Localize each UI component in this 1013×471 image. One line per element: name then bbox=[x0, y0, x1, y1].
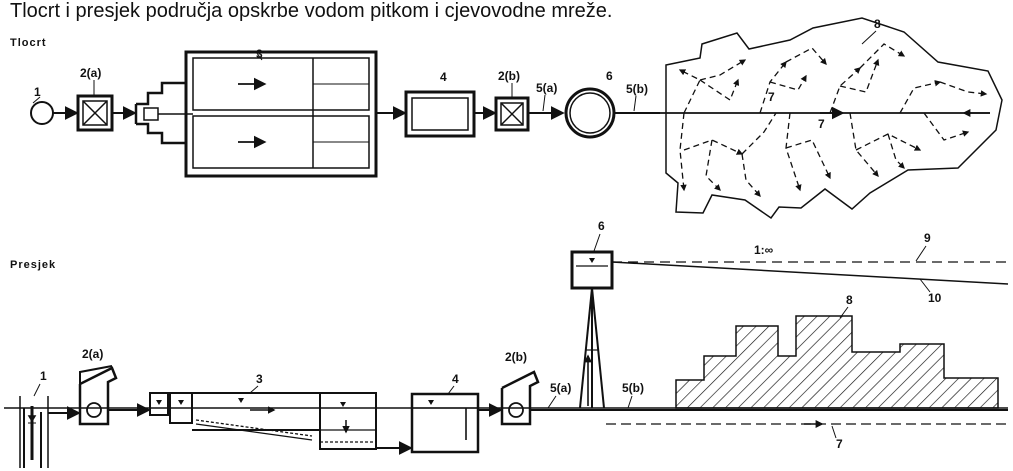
plan-pump-station-a bbox=[76, 94, 114, 132]
plan-treatment-plant bbox=[134, 50, 378, 178]
plan-distribution-network bbox=[678, 43, 988, 197]
section-label-7: 7 bbox=[836, 437, 843, 451]
plan-title: Tlocrt bbox=[10, 37, 47, 49]
section-source-well bbox=[19, 396, 49, 468]
section-slope-label: 1:∞ bbox=[754, 243, 773, 257]
plan-label-8: 8 bbox=[874, 17, 881, 31]
section-label-6: 6 bbox=[598, 219, 605, 233]
plan-label-2a: 2(a) bbox=[80, 66, 101, 80]
section-title: Presjek bbox=[10, 259, 56, 271]
plan-label-7a: 7 bbox=[768, 90, 775, 104]
plan-service-area bbox=[665, 17, 1003, 220]
plan-label-4: 4 bbox=[440, 70, 447, 84]
section-label-3: 3 bbox=[256, 372, 263, 386]
plan-reservoir bbox=[404, 90, 476, 138]
section-water-tower bbox=[570, 250, 614, 409]
plan-label-2b: 2(b) bbox=[498, 69, 520, 83]
section-label-2a: 2(a) bbox=[82, 347, 103, 361]
section-label-8: 8 bbox=[846, 293, 853, 307]
section-label-2b: 2(b) bbox=[505, 350, 527, 364]
plan-label-5a: 5(a) bbox=[536, 81, 557, 95]
section-label-9: 9 bbox=[924, 231, 931, 245]
figure-caption: Tlocrt i presjek područja opskrbe vodom … bbox=[10, 0, 613, 22]
section-label-10: 10 bbox=[928, 291, 942, 305]
section-pressure-line-10 bbox=[611, 261, 1009, 285]
plan-pump-station-b bbox=[494, 96, 530, 132]
section-label-5b: 5(b) bbox=[622, 381, 644, 395]
plan-label-6: 6 bbox=[606, 69, 613, 83]
section-reservoir bbox=[410, 392, 480, 454]
section-label-5a: 5(a) bbox=[550, 381, 571, 395]
section-label-1: 1 bbox=[40, 369, 47, 383]
section-label-4: 4 bbox=[452, 372, 459, 386]
section-pump-station-a bbox=[78, 365, 118, 426]
plan-label-5b: 5(b) bbox=[626, 82, 648, 96]
plan-label-3: 3 bbox=[256, 47, 263, 61]
section-treatment-plant bbox=[149, 392, 377, 450]
section-buildings bbox=[675, 315, 999, 409]
plan-label-1: 1 bbox=[34, 85, 41, 99]
section-pump-station-b bbox=[500, 370, 540, 426]
plan-water-tower bbox=[564, 87, 616, 139]
plan-source-well bbox=[30, 96, 54, 125]
plan-label-7b: 7 bbox=[818, 117, 825, 131]
